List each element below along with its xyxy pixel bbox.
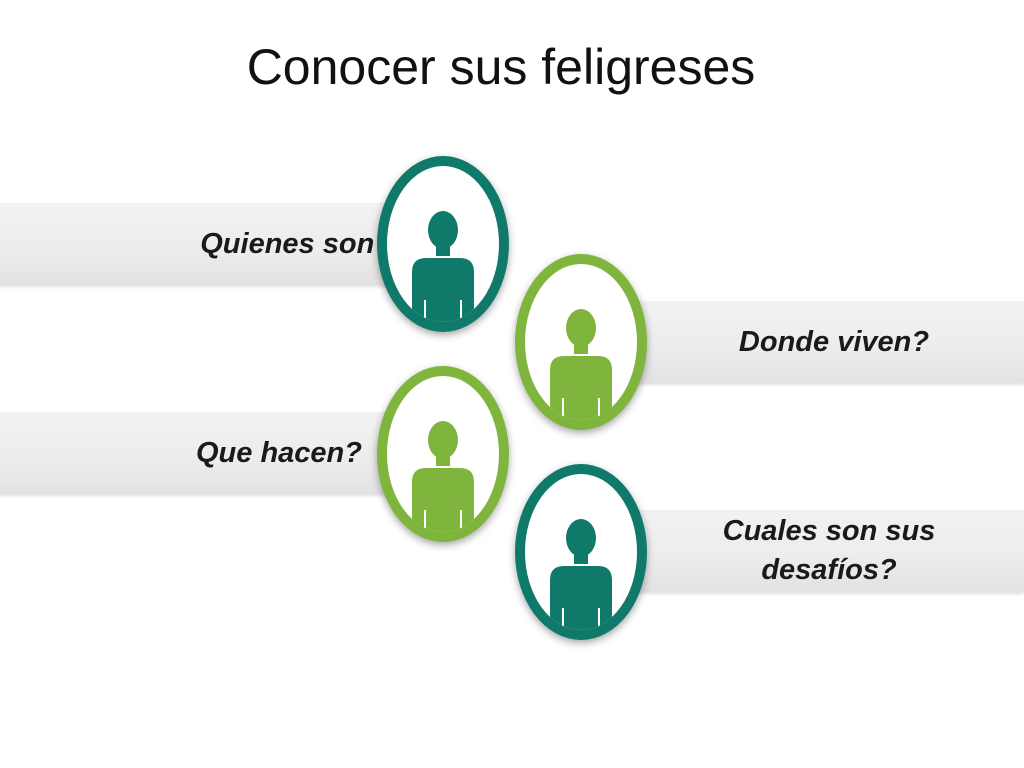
question-label-donde: Donde viven? [738,325,930,358]
question-band-quienes: Quienes son? [0,203,420,285]
person-icon [515,464,647,640]
question-band-donde: Donde viven? [584,301,1024,383]
page-title: Conocer sus feligreses [246,39,756,95]
person-icon [377,366,509,542]
person-medallion-3 [372,360,514,548]
question-label-cuales: Cuales son sus desafíos? [722,515,936,586]
question-band-que: Que hacen? [0,412,420,494]
person-medallion-1 [372,150,514,338]
question-label-quienes: Quienes son? [200,227,392,260]
person-icon [377,156,509,332]
question-label-que: Que hacen? [196,436,362,469]
person-medallion-4 [510,458,652,646]
question-band-cuales: Cuales son sus desafíos? [584,510,1024,592]
person-icon [515,254,647,430]
person-medallion-2 [510,248,652,436]
